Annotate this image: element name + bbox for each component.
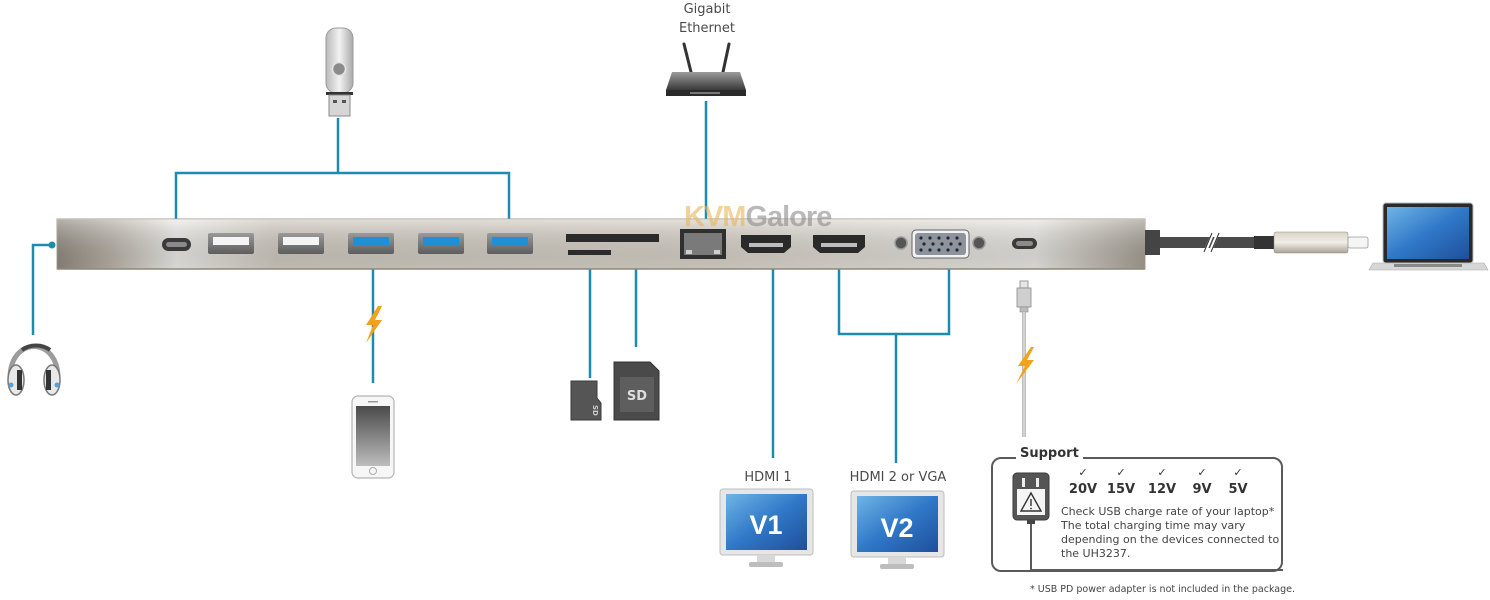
vga-pin — [940, 242, 944, 246]
vga-pin — [955, 248, 959, 252]
voltage-12v: 12V — [1147, 482, 1177, 497]
check-icon: ✓ — [1233, 466, 1243, 479]
vga-pin — [937, 248, 941, 252]
vga-pin — [928, 248, 932, 252]
sd-card-slot[interactable] — [566, 234, 659, 242]
line-hdmi2-vga — [837, 264, 951, 336]
vga-pin — [949, 242, 953, 246]
warning-icon — [1019, 491, 1043, 512]
voltage-5v: 5V — [1228, 482, 1248, 497]
usbc-pd-port[interactable] — [1012, 238, 1037, 249]
monitor-v2-label: HDMI 2 or VGA — [849, 470, 947, 485]
vga-pin — [928, 236, 932, 240]
check-icon: ✓ — [1116, 466, 1126, 479]
monitor-v1: V1 — [719, 488, 814, 567]
check-icon: ✓ — [1197, 466, 1207, 479]
usb-drive-logo-icon — [331, 61, 347, 77]
vga-pin — [946, 248, 950, 252]
monitor-v1-label: HDMI 1 — [744, 470, 792, 485]
support-title: Support — [1016, 446, 1083, 461]
svg-text:SD: SD — [591, 405, 599, 416]
laptop-icon — [1368, 202, 1489, 271]
ethernet-port[interactable] — [680, 229, 726, 259]
ethernet-label: Gigabit Ethernet — [679, 2, 735, 36]
vga-pin — [946, 236, 950, 240]
check-icon: ✓ — [1157, 466, 1167, 479]
microsd-card-icon: SD — [570, 380, 602, 421]
footnote: * USB PD power adapter is not included i… — [1030, 584, 1296, 595]
vga-pin — [919, 236, 923, 240]
hdmi-port-2[interactable] — [813, 235, 865, 253]
monitor-v2: V2 — [850, 490, 945, 569]
hdmi-port-1[interactable] — [741, 235, 791, 253]
support-box — [991, 457, 1283, 572]
vga-pin — [922, 242, 926, 246]
vga-pin — [958, 242, 962, 246]
sd-card-label: SD — [627, 389, 647, 404]
usb-a-port-3[interactable] — [348, 233, 394, 254]
smartphone-icon — [351, 395, 395, 479]
connector-lines — [31, 101, 951, 463]
vga-pin — [955, 236, 959, 240]
router-icon — [666, 42, 746, 96]
voltage-15v: 15V — [1106, 482, 1136, 497]
lightning-icon-power — [1016, 347, 1034, 384]
line-usb-stick — [174, 171, 511, 224]
sd-card-icon: SD — [613, 361, 660, 421]
check-icon: ✓ — [1078, 466, 1088, 479]
vga-pin — [919, 248, 923, 252]
microsd-card-slot[interactable] — [568, 250, 611, 255]
monitor-v1-text: V1 — [749, 510, 782, 540]
usb-a-port-1[interactable] — [208, 233, 254, 254]
usbc-host-cable — [1145, 230, 1369, 255]
vga-port[interactable] — [894, 229, 986, 259]
usbc-port-front[interactable] — [162, 238, 191, 251]
lightning-icon-phone — [366, 306, 382, 343]
usb-a-port-2[interactable] — [278, 233, 324, 254]
support-description: Check USB charge rate of your laptop* Th… — [1061, 505, 1280, 560]
line-audio — [31, 243, 52, 335]
usb-a-port-4[interactable] — [418, 233, 464, 254]
watermark: KVMGalore — [684, 201, 832, 233]
vga-pin — [937, 236, 941, 240]
vga-pin — [931, 242, 935, 246]
headphones-icon — [7, 343, 61, 396]
voltage-20v: 20V — [1068, 482, 1098, 497]
usb-flash-drive — [325, 27, 354, 117]
usb-a-port-5[interactable] — [487, 233, 533, 254]
voltage-9v: 9V — [1192, 482, 1212, 497]
usbc-power-cable — [1016, 280, 1032, 437]
monitor-v2-text: V2 — [880, 513, 913, 543]
